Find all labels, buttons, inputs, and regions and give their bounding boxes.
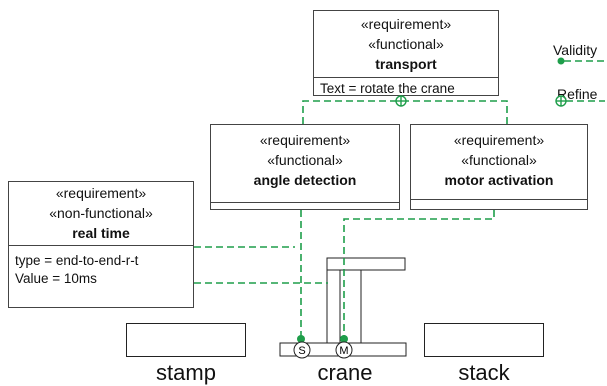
refine-link-angle-detection[interactable]	[302, 100, 401, 124]
stereotype-non-functional: «non-functional»	[49, 205, 153, 221]
endpoint-dot	[340, 335, 348, 343]
refine-links	[302, 100, 508, 124]
motor-letter: M	[339, 345, 348, 357]
validity-link-motor-activation[interactable]	[343, 210, 495, 339]
requirement-compartment	[411, 199, 587, 206]
stereotype-requirement: «requirement»	[453, 132, 545, 148]
requirement-attributes: type = end-to-end-r-t Value = 10ms	[9, 245, 193, 288]
sensor-icon[interactable]: S	[293, 341, 311, 359]
requirement-text: Text = rotate the crane	[314, 77, 498, 98]
stamp-label: stamp	[156, 360, 216, 385]
requirement-angle-detection[interactable]: «requirement» «functional» angle detecti…	[210, 124, 400, 210]
requirement-header: «requirement» «non-functional» real time	[9, 182, 193, 243]
requirement-header: «requirement» «functional» transport	[314, 11, 498, 74]
requirement-header: «requirement» «functional» motor activat…	[411, 125, 587, 190]
endpoint-dot	[297, 335, 305, 343]
stereotype-functional: «functional»	[267, 152, 343, 168]
stamp-block[interactable]	[126, 323, 246, 357]
requirement-name: real time	[72, 225, 130, 241]
requirement-transport[interactable]: «requirement» «functional» transport Tex…	[313, 10, 499, 96]
crane-top-arm	[326, 257, 406, 271]
containment-marker-icon	[395, 95, 407, 107]
stereotype-functional: «functional»	[368, 36, 444, 52]
link-endpoints	[297, 335, 348, 343]
legend-refine-marker	[555, 95, 605, 107]
attribute-value: Value = 10ms	[15, 271, 97, 286]
sensor-letter: S	[298, 345, 305, 357]
stereotype-requirement: «requirement»	[360, 16, 452, 32]
attribute-type: type = end-to-end-r-t	[15, 253, 139, 268]
legend-refine-label: Refine	[557, 86, 598, 102]
requirement-header: «requirement» «functional» angle detecti…	[211, 125, 399, 190]
requirement-motor-activation[interactable]: «requirement» «functional» motor activat…	[410, 124, 588, 210]
refine-link-motor-activation[interactable]	[401, 100, 508, 124]
stack-label: stack	[458, 360, 510, 385]
requirement-name: motor activation	[444, 172, 554, 188]
validity-links	[194, 210, 495, 339]
legend-validity-label: Validity	[553, 42, 598, 58]
requirement-name: angle detection	[253, 172, 357, 188]
crane-label: crane	[317, 360, 373, 385]
requirement-compartment	[211, 202, 399, 209]
stereotype-functional: «functional»	[461, 152, 537, 168]
stereotype-requirement: «requirement»	[55, 185, 147, 201]
legend-validity-marker	[557, 57, 605, 65]
requirement-real-time[interactable]: «requirement» «non-functional» real time…	[8, 181, 194, 308]
stack-block[interactable]	[424, 323, 544, 357]
requirement-name: transport	[375, 56, 437, 72]
stereotype-requirement: «requirement»	[259, 132, 351, 148]
motor-icon[interactable]: M	[335, 341, 353, 359]
